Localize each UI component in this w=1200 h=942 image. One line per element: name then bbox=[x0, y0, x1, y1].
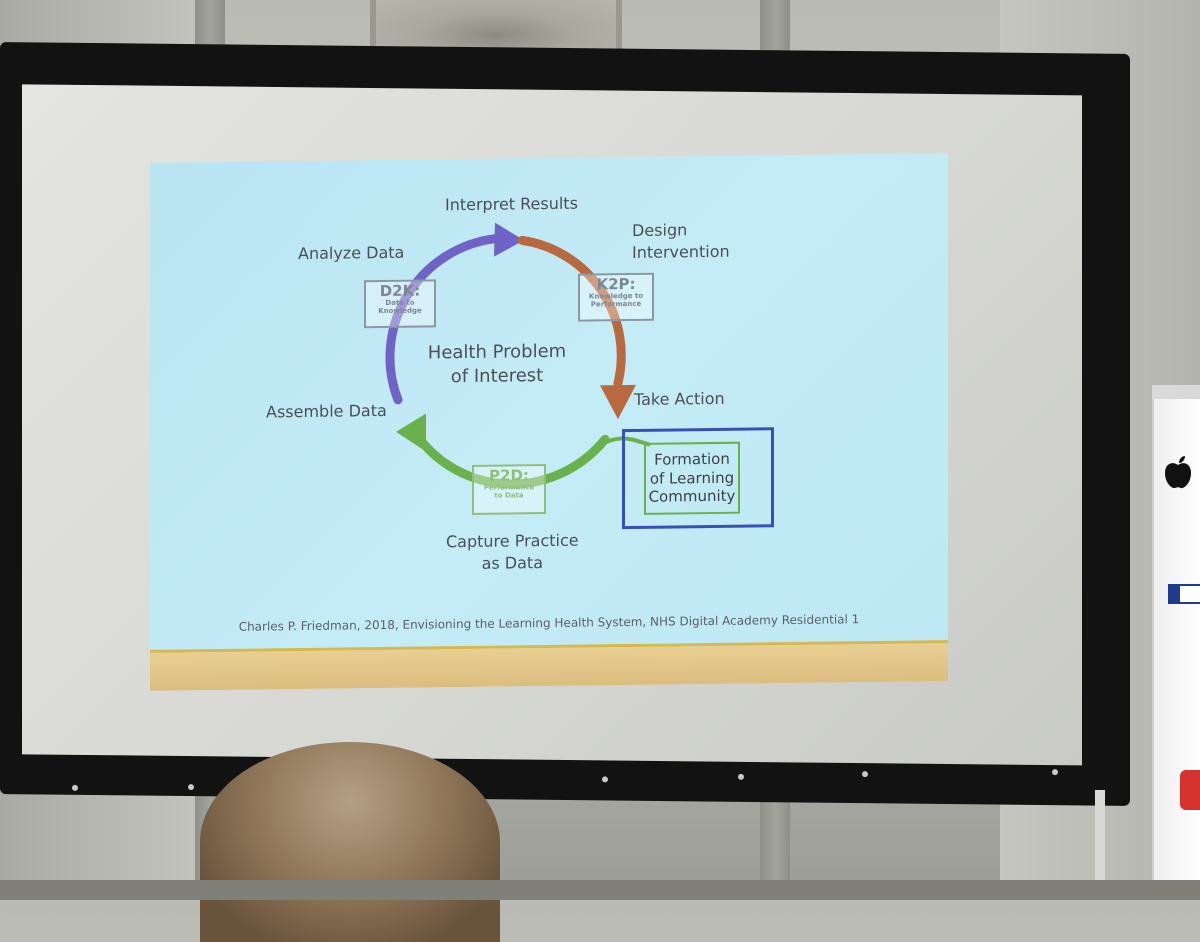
arrowhead-interpret bbox=[494, 222, 524, 257]
banner-top bbox=[1152, 385, 1200, 399]
box-p2d-code: P2D: bbox=[489, 466, 529, 485]
red-badge bbox=[1180, 770, 1200, 810]
banner-flag-icon bbox=[1168, 584, 1200, 604]
community-connector bbox=[590, 436, 651, 452]
arc-performance-to-data bbox=[407, 423, 610, 489]
box-d2k-code: D2K: bbox=[379, 281, 421, 301]
cycle-diagram bbox=[385, 222, 651, 489]
arrowhead-assemble bbox=[396, 413, 426, 452]
box-k2p-code: K2P: bbox=[596, 274, 636, 294]
stage-design-intervention: Design Intervention bbox=[632, 220, 730, 262]
box-k2p-desc: Knowledge to Performance bbox=[588, 291, 644, 309]
stage-take-action: Take Action bbox=[634, 388, 725, 409]
stage-interpret-results: Interpret Results bbox=[445, 193, 578, 215]
slide: Interpret Results Design Intervention An… bbox=[150, 153, 948, 691]
floor-trim bbox=[0, 880, 1200, 900]
stage-analyze-data: Analyze Data bbox=[298, 242, 405, 264]
screen-stand-leg bbox=[1095, 790, 1105, 900]
arrowhead-take-action bbox=[600, 384, 636, 420]
audience-head bbox=[200, 742, 500, 942]
apple-logo-icon bbox=[1165, 456, 1191, 489]
box-d2k-desc: Data to Knowledge bbox=[378, 298, 422, 315]
box-p2d: P2D: Performance to Data bbox=[472, 464, 546, 515]
frame-dot bbox=[602, 776, 608, 783]
frame-dot bbox=[1052, 769, 1058, 776]
stage-capture-practice: Capture Practice as Data bbox=[446, 530, 579, 573]
box-k2p: K2P: Knowledge to Performance bbox=[578, 272, 654, 322]
box-p2d-desc: Performance to Data bbox=[483, 483, 535, 500]
stage-assemble-data: Assemble Data bbox=[266, 400, 387, 422]
frame-dot bbox=[738, 773, 744, 780]
box-d2k: D2K: Data to Knowledge bbox=[364, 279, 436, 329]
frame-dot bbox=[188, 784, 194, 791]
community-box: Formation of Learning Community bbox=[644, 441, 740, 515]
frame-dot bbox=[72, 784, 78, 791]
arc-knowledge-to-performance bbox=[517, 235, 626, 388]
arc-data-to-knowledge bbox=[385, 234, 500, 405]
center-health-problem: Health Problem of Interest bbox=[427, 340, 567, 388]
frame-dot bbox=[862, 771, 868, 778]
